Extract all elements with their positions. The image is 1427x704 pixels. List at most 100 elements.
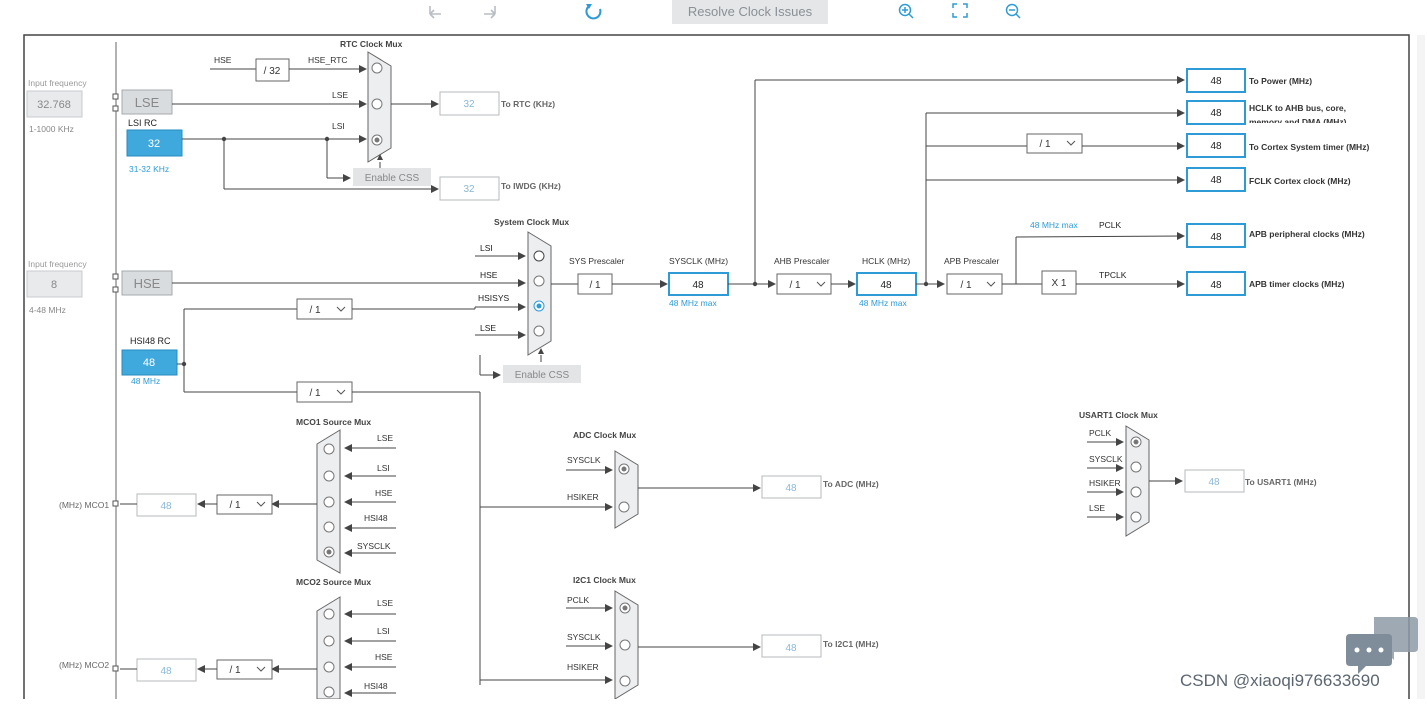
svg-text:Enable CSS: Enable CSS (515, 370, 570, 381)
apb-prescaler-label: APB Prescaler (944, 256, 999, 266)
to-power-field[interactable]: 48 (1186, 68, 1246, 93)
adc-option-hsiker[interactable] (618, 501, 630, 513)
rtc-mux-option-lsi[interactable] (371, 134, 383, 146)
apb-peripheral-label: APB peripheral clocks (MHz) (1249, 229, 1365, 239)
rtc-enable-css-button[interactable]: Enable CSS (353, 168, 431, 186)
mco1-divider-select[interactable]: / 1 (216, 494, 273, 515)
apb-prescaler-select[interactable]: / 1 (946, 273, 1003, 295)
adc-output-field[interactable]: 48 (761, 475, 822, 499)
i2c1-option-hsiker[interactable] (619, 675, 631, 687)
fit-screen-button[interactable] (952, 3, 968, 18)
ahb-prescaler-select[interactable]: / 1 (776, 273, 832, 295)
i2c1-mux-title: I2C1 Clock Mux (573, 575, 636, 585)
svg-text:/ 32: / 32 (264, 66, 281, 77)
svg-text:SYSCLK: SYSCLK (357, 541, 391, 551)
svg-text:HSE: HSE (375, 488, 393, 498)
sys-enable-css-button[interactable]: Enable CSS (503, 365, 581, 383)
rtc-hse-divider[interactable]: / 32 (255, 58, 290, 82)
lse-range: 1-1000 KHz (29, 124, 74, 134)
i2c1-option-pclk[interactable] (619, 602, 631, 614)
mco1-output-field[interactable]: 48 (136, 493, 197, 517)
mco2-output-field[interactable]: 48 (136, 658, 197, 682)
undo-icon (429, 6, 441, 19)
apb-peripheral-field[interactable]: 48 (1186, 223, 1246, 248)
hsi48-divider-select[interactable]: / 1 (296, 381, 353, 403)
sys-prescaler-label: SYS Prescaler (569, 256, 624, 266)
undo-button[interactable] (429, 6, 441, 19)
sys-mux-option-lse[interactable] (533, 325, 545, 337)
svg-text:32: 32 (148, 138, 160, 150)
svg-text:48: 48 (143, 357, 155, 369)
hclk-ahb-label-line2: memory and DMA (MHz) (1249, 117, 1347, 127)
svg-text:LSI: LSI (377, 626, 390, 636)
svg-text:LSE: LSE (377, 598, 393, 608)
rtc-mux-option-hse[interactable] (371, 62, 383, 74)
apb-timer-field[interactable]: 48 (1186, 271, 1246, 296)
svg-text:HSIKER: HSIKER (567, 492, 599, 502)
timer-multiplier-field[interactable]: X 1 (1041, 270, 1077, 295)
lsi-rc-block[interactable]: 32 (126, 129, 183, 157)
sys-mux-option-lsi[interactable] (533, 250, 545, 262)
svg-text:SYSCLK: SYSCLK (567, 455, 601, 465)
mco2-option-hsi48[interactable] (323, 686, 335, 698)
mco1-option-sysclk[interactable] (323, 546, 335, 558)
hclk-field[interactable]: 48 (856, 272, 917, 296)
usart1-option-pclk[interactable] (1130, 436, 1142, 448)
usart1-output-field[interactable]: 48 (1184, 469, 1245, 493)
mco1-option-hsi48[interactable] (323, 521, 335, 533)
svg-text:/ 1: / 1 (1039, 139, 1051, 150)
usart1-option-sysclk[interactable] (1130, 461, 1142, 473)
sysclk-label: SYSCLK (MHz) (669, 256, 728, 266)
mco1-option-lse[interactable] (323, 443, 335, 455)
i2c1-option-sysclk[interactable] (619, 639, 631, 651)
cortex-timer-divider-select[interactable]: / 1 (1026, 133, 1083, 154)
mco1-mux-title: MCO1 Source Mux (296, 417, 371, 427)
vertical-scrollbar[interactable] (1417, 35, 1425, 699)
rtc-output-field[interactable]: 32 (439, 91, 500, 116)
refresh-button[interactable] (585, 4, 602, 20)
zoom-out-button[interactable] (1005, 3, 1021, 19)
lse-input-frequency-field[interactable]: 32.768 (26, 90, 83, 118)
redo-button[interactable] (484, 6, 496, 19)
sysclk-field[interactable]: 48 (668, 272, 729, 296)
svg-text:/ 1: / 1 (960, 280, 972, 291)
rtc-mux-option-lse[interactable] (371, 98, 383, 110)
mco1-option-lsi[interactable] (323, 470, 335, 482)
hsisys-divider-select[interactable]: / 1 (296, 298, 353, 320)
svg-text:HSIKER: HSIKER (1089, 478, 1121, 488)
zoom-in-button[interactable] (898, 3, 914, 19)
hclk-ahb-field[interactable]: 48 (1186, 100, 1246, 125)
svg-text:/ 1: / 1 (309, 305, 321, 316)
to-power-label: To Power (MHz) (1249, 76, 1312, 86)
resolve-clock-issues-button[interactable]: Resolve Clock Issues (672, 0, 828, 24)
usart1-option-lse[interactable] (1130, 511, 1142, 523)
svg-text:/ 1: / 1 (229, 665, 241, 676)
hse-input-frequency-field[interactable]: 8 (26, 270, 83, 298)
lse-oscillator-block[interactable]: LSE (121, 89, 173, 115)
mco2-divider-select[interactable]: / 1 (216, 659, 273, 680)
mco2-option-hse[interactable] (323, 661, 335, 673)
iwdg-output-field[interactable]: 32 (439, 176, 500, 201)
adc-option-sysclk[interactable] (618, 463, 630, 475)
usart1-option-hsiker[interactable] (1130, 486, 1142, 498)
sys-prescaler-field[interactable]: / 1 (577, 273, 613, 295)
fclk-field[interactable]: 48 (1186, 167, 1246, 192)
svg-text:PCLK: PCLK (567, 595, 590, 605)
mco2-option-lsi[interactable] (323, 635, 335, 647)
mco2-pin-label: (MHz) MCO2 (59, 660, 109, 670)
cortex-timer-field[interactable]: 48 (1186, 133, 1246, 158)
svg-text:48: 48 (785, 643, 797, 654)
svg-text:/ 1: / 1 (589, 280, 601, 291)
hse-oscillator-block[interactable]: HSE (121, 270, 173, 296)
mco2-option-lse[interactable] (323, 608, 335, 620)
svg-text:8: 8 (51, 279, 57, 291)
refresh-icon (585, 5, 602, 20)
i2c1-output-field[interactable]: 48 (761, 634, 822, 658)
mco1-option-hse[interactable] (323, 496, 335, 508)
chat-button[interactable] (1346, 617, 1418, 674)
hsi48-rc-block[interactable]: 48 (121, 349, 178, 376)
sys-mux-option-hsisys[interactable] (533, 300, 545, 312)
pclk-max: 48 MHz max (1030, 220, 1078, 230)
sys-mux-option-hse[interactable] (533, 275, 545, 287)
